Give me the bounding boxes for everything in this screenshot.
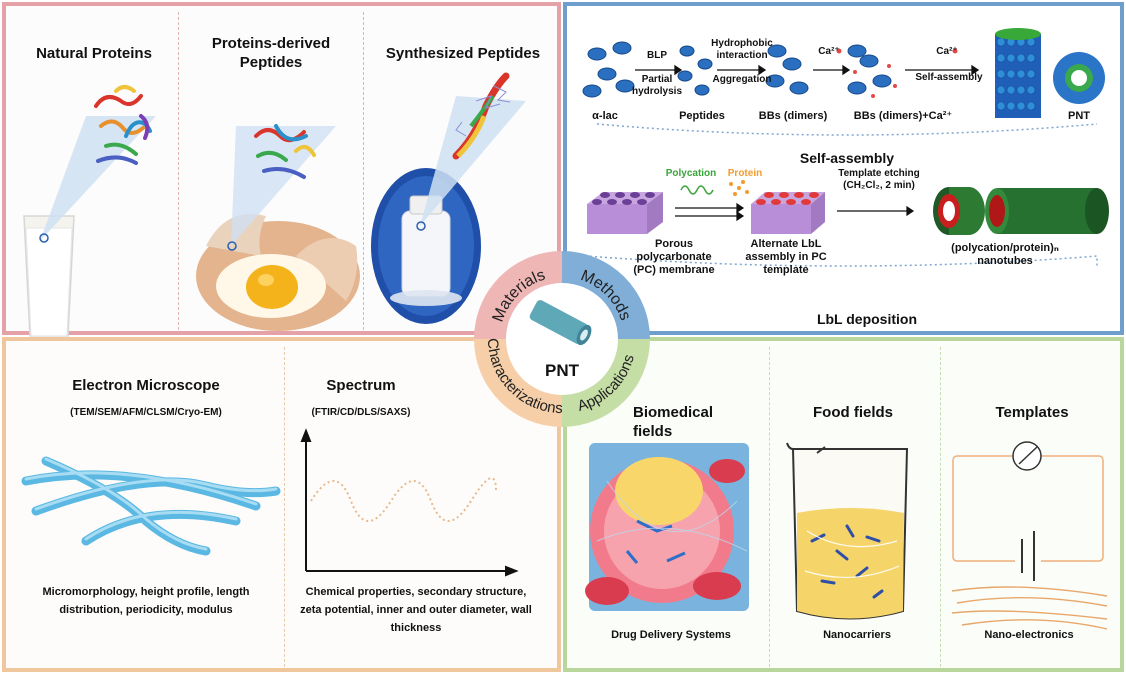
arrow4-bottom-label: Self-assembly: [915, 72, 983, 83]
stage-label-peptides: Peptides: [679, 110, 725, 122]
etching-label: Template etching (CH₂Cl₂, 2 min): [838, 168, 920, 191]
stage-label-bbs-ca: BBs (dimers)+Ca²⁺: [853, 110, 953, 122]
divider: [363, 12, 364, 330]
drug-delivery-illustration: [585, 443, 749, 611]
spectrum-subtitle: (FTIR/CD/DLS/SAXS): [311, 407, 411, 418]
methods-panel: BLP Partial hydrolysis Hydrophobic inter…: [563, 2, 1124, 335]
spectrum-plot-illustration: [300, 428, 519, 577]
divider: [284, 347, 285, 667]
natural-proteins-illustration: [23, 85, 156, 337]
center-label: PNT: [545, 361, 580, 380]
natural-proteins-title: Natural Proteins: [36, 45, 152, 62]
proteins-derived-peptides-title: Proteins-derived Peptides: [211, 35, 331, 71]
stage-label-alpha-lac: α-lac: [592, 110, 618, 122]
synthesized-peptides-illustration: [371, 72, 526, 324]
membrane-label: Porous polycarbonate (PC) membrane: [633, 238, 715, 276]
biomedical-fields-title: Biomedical fields: [633, 404, 714, 440]
nano-electronics-circuit-illustration: [951, 441, 1108, 630]
spectrum-description: Chemical properties, secondary structure…: [300, 586, 532, 634]
synthesized-peptides-title: Synthesized Peptides: [385, 45, 541, 62]
divider: [178, 12, 179, 330]
electron-microscope-title: Electron Microscope: [72, 377, 220, 394]
self-assembly-diagram: [582, 28, 1109, 268]
electron-microscope-subtitle: (TEM/SEM/AFM/CLSM/Cryo-EM): [70, 407, 222, 418]
nanocarriers-caption: Nanocarriers: [823, 629, 891, 641]
center-hub: PNT Materials Methods Characterizations …: [474, 251, 650, 427]
applications-panel: Biomedical fields Food fields Templates: [563, 337, 1124, 672]
food-fields-title: Food fields: [813, 404, 893, 421]
nanocarrier-beaker-illustration: [786, 442, 909, 620]
characterizations-panel: Electron Microscope (TEM/SEM/AFM/CLSM/Cr…: [2, 337, 561, 672]
polycation-label: Polycation: [665, 168, 717, 179]
nano-electronics-caption: Nano-electronics: [984, 629, 1074, 641]
arrow2-bottom-label: Aggregation: [712, 74, 772, 85]
arrow2-top-label: Hydrophobic interaction: [711, 38, 773, 61]
arrow4-top-label: Ca²⁺: [936, 46, 958, 57]
arrow1-top-label: BLP: [647, 50, 667, 61]
protein-label: Protein: [727, 168, 763, 179]
spectrum-title: Spectrum: [326, 377, 396, 394]
drug-delivery-caption: Drug Delivery Systems: [611, 629, 731, 641]
nanotube-micrograph-illustration: [21, 456, 281, 556]
lbl-deposition-title: LbL deposition: [816, 311, 918, 327]
pnt-tube-icon: [529, 300, 592, 346]
stage-label-pnt: PNT: [1068, 110, 1090, 122]
divider: [769, 347, 770, 667]
arrow3-top-label: Ca²⁺: [818, 46, 840, 57]
stage-label-bbs-dimers: BBs (dimers): [758, 110, 828, 122]
templates-title: Templates: [995, 404, 1069, 421]
electron-microscope-description: Micromorphology, height profile, length …: [42, 586, 250, 616]
egg-illustration: [196, 124, 360, 331]
arrow1-bottom-label: Partial hydrolysis: [631, 74, 683, 97]
divider: [940, 347, 941, 667]
self-assembly-title: Self-assembly: [799, 150, 895, 166]
materials-panel: Natural Proteins Proteins-derived Peptid…: [2, 2, 561, 337]
nanotube-label: (polycation/protein)ₙ nanotubes: [951, 242, 1059, 267]
assembly-label: Alternate LbL assembly in PC template: [745, 238, 827, 276]
